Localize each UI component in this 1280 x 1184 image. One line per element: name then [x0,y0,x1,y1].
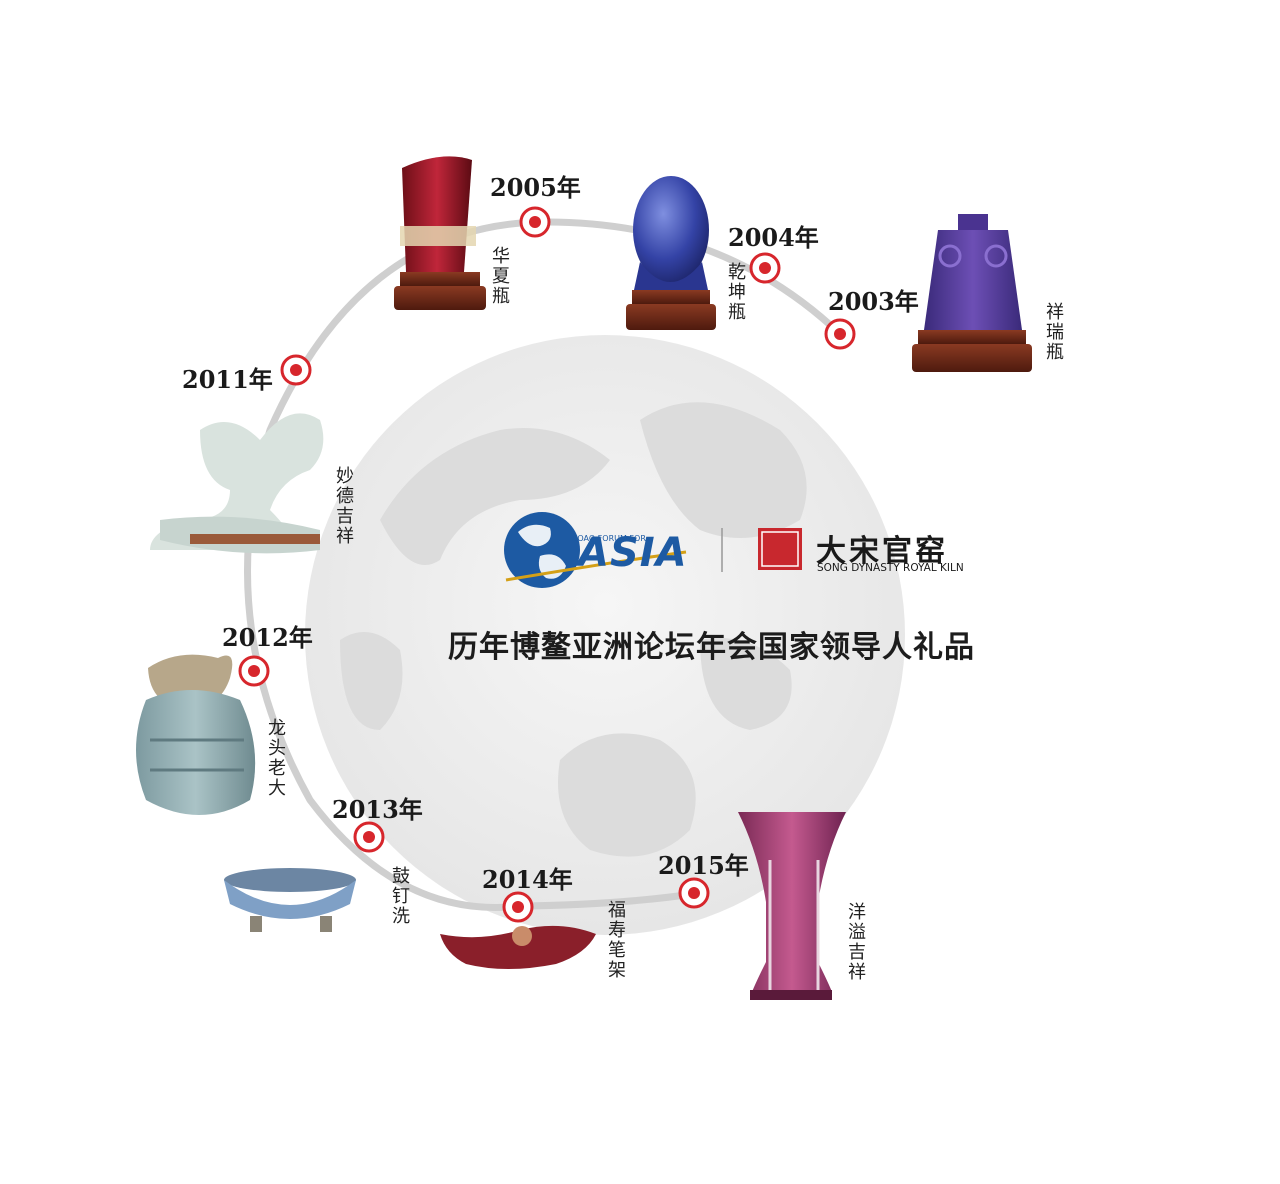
brushrest-2014-image [440,925,596,969]
year-2005: 2005年 [490,173,581,202]
timeline-markers [238,206,856,923]
kiln-seal-icon [758,528,802,570]
jar-2012-image [136,654,256,815]
sculpture-2011-image [150,413,324,554]
gift-name-2005: 华夏瓶 [489,246,510,306]
page-title: 历年博鳌亚洲论坛年会国家领导人礼品 [448,630,975,665]
gift-name-2014: 福寿笔架 [605,900,626,980]
year-2004: 2004年 [728,223,819,252]
kiln-english-name: SONG DYNASTY ROYAL KILN [817,562,964,574]
year-2011: 2011年 [182,365,273,394]
year-2003: 2003年 [828,287,919,316]
year-2014: 2014年 [482,865,573,894]
gift-name-2012: 龙头老大 [265,718,286,798]
boao-globe-logo [504,512,687,588]
asia-wordmark: ASIA [578,530,688,576]
gift-name-2015: 洋溢吉祥 [845,902,866,982]
gift-name-2011: 妙德吉祥 [333,466,354,546]
washer-2013-image [224,868,356,932]
boao-forum-text: BOAO FORUM FOR [572,534,646,543]
gift-name-2013: 鼓钉洗 [389,866,410,926]
vase-2015-image [738,812,846,1000]
gift-name-2004: 乾坤瓶 [725,262,746,322]
vase-2003-image [912,214,1032,372]
year-2012: 2012年 [222,623,313,652]
gift-name-2003: 祥瑞瓶 [1043,302,1064,362]
year-2013: 2013年 [332,795,423,824]
vase-2004-image [626,176,716,330]
year-2015: 2015年 [658,851,749,880]
vase-2005-image [394,156,486,310]
kiln-chinese-name: 大宋官窑 [816,534,948,569]
globe [305,335,905,935]
